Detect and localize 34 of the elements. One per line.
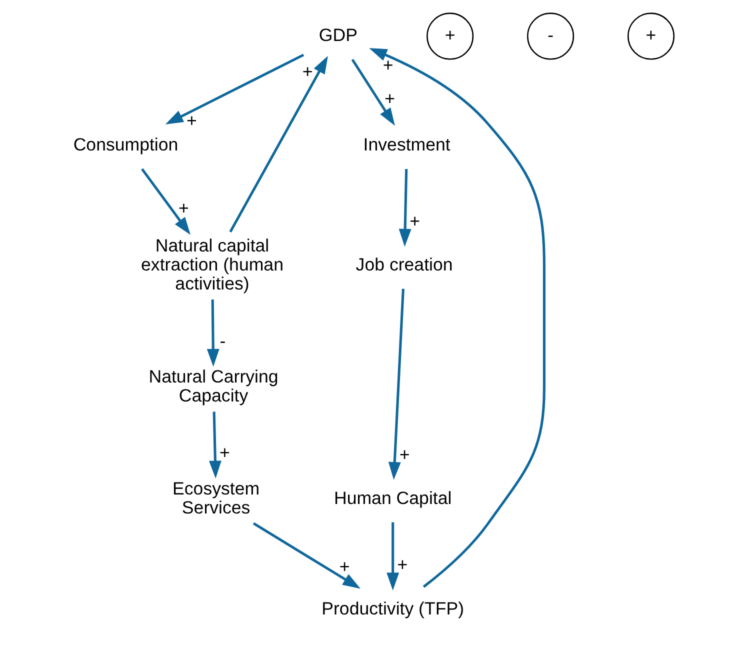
node-text: GDP <box>318 24 357 45</box>
edge-label: + <box>178 198 188 218</box>
label: + <box>645 24 656 45</box>
edge-label: + <box>384 88 394 109</box>
arrow <box>164 54 304 124</box>
node-text: Investment <box>362 134 450 154</box>
edge-label: + <box>398 444 410 465</box>
node-text: Natural capital extraction (human activities) <box>140 235 283 294</box>
node-text: Human Capital <box>333 488 452 508</box>
edge-label: + <box>186 110 196 131</box>
label: - <box>547 24 554 45</box>
edge-label: + <box>396 554 408 575</box>
edge-label: + <box>302 61 312 82</box>
edge-label: + <box>338 556 350 576</box>
node-text: Consumption <box>72 134 178 154</box>
arrow <box>208 412 221 479</box>
node-text: Natural Carrying Capacity <box>148 366 278 406</box>
edge-label: - <box>219 330 226 351</box>
node-text: Ecosystem Services <box>172 478 260 518</box>
edge-label: + <box>409 211 420 232</box>
arrow <box>388 288 404 480</box>
arrow <box>350 58 394 126</box>
arrow <box>368 48 545 588</box>
arrow <box>386 522 399 591</box>
node-text: Productivity (TFP) <box>321 598 464 618</box>
arrow <box>140 168 190 235</box>
node-text: Job creation <box>355 254 452 274</box>
edge-label: + <box>219 442 230 462</box>
arrow <box>398 168 411 247</box>
arrow <box>206 300 219 367</box>
arrow <box>228 56 328 233</box>
label: + <box>444 24 455 45</box>
arrow <box>252 522 360 589</box>
edge-label: + <box>382 55 393 76</box>
